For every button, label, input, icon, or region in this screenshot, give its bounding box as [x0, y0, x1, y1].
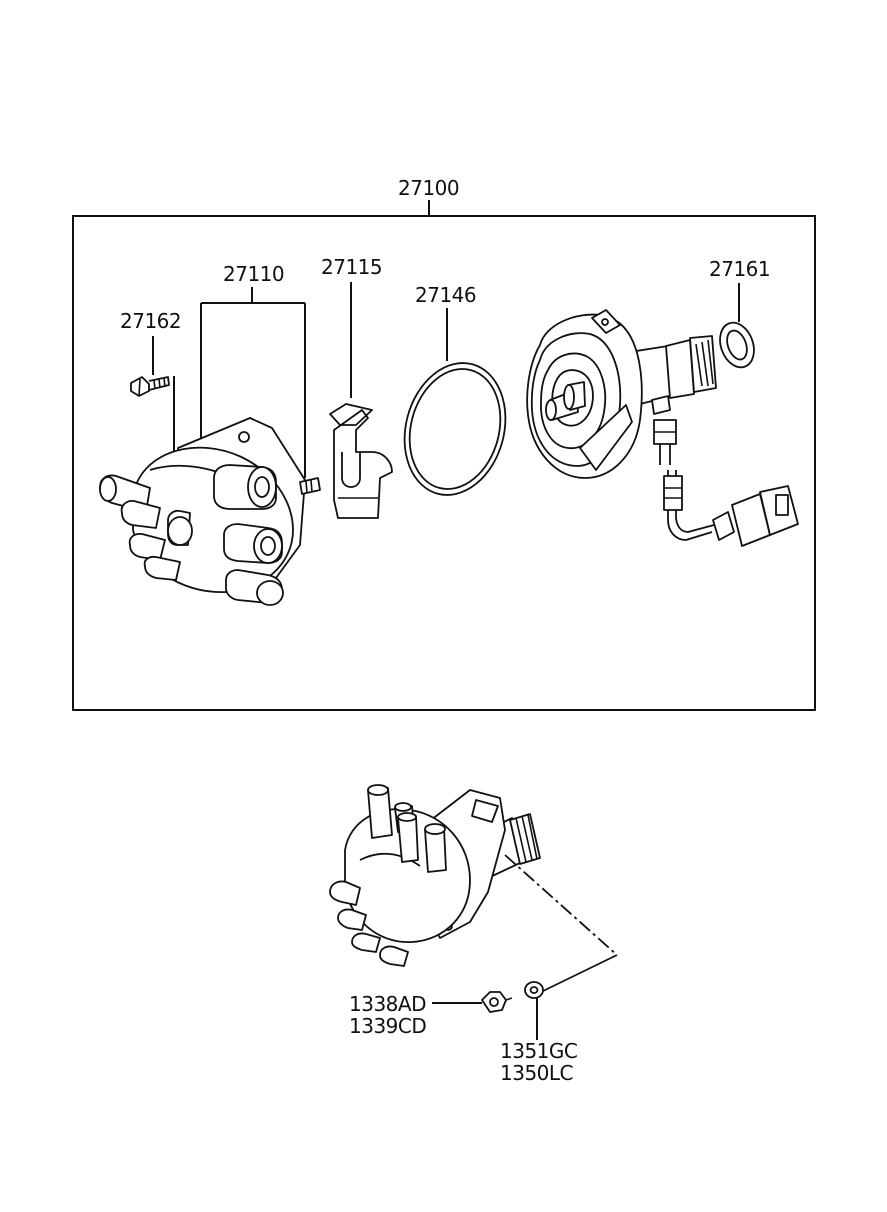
installation-leader-2: [540, 954, 618, 993]
label-screw: 27162: [120, 309, 181, 333]
rotor-part: [329, 403, 393, 519]
label-nut-b: 1339CD: [349, 1014, 426, 1038]
installed-distributor-part: [329, 784, 541, 967]
label-cap: 27110: [223, 262, 284, 286]
leader-screw: [152, 336, 175, 456]
label-gasket: 27146: [415, 283, 476, 307]
screw-part: [130, 376, 170, 397]
distributor-cap-part: [99, 417, 321, 606]
nut-part: [481, 991, 513, 1013]
distributor-housing-part: [526, 309, 799, 547]
assembly-frame: [72, 215, 816, 711]
leader-cap: [200, 287, 306, 478]
o-ring-part: [719, 321, 755, 369]
label-rotor: 27115: [321, 255, 382, 279]
washer-part: [524, 981, 544, 999]
label-washer-a: 1351GC: [500, 1039, 577, 1063]
label-nut-a: 1338AD: [349, 992, 426, 1016]
label-assembly: 27100: [398, 176, 459, 200]
gasket-part: [403, 362, 507, 496]
installation-leader: [504, 854, 618, 956]
label-o-ring: 27161: [709, 257, 770, 281]
label-washer-b: 1350LC: [500, 1061, 573, 1085]
